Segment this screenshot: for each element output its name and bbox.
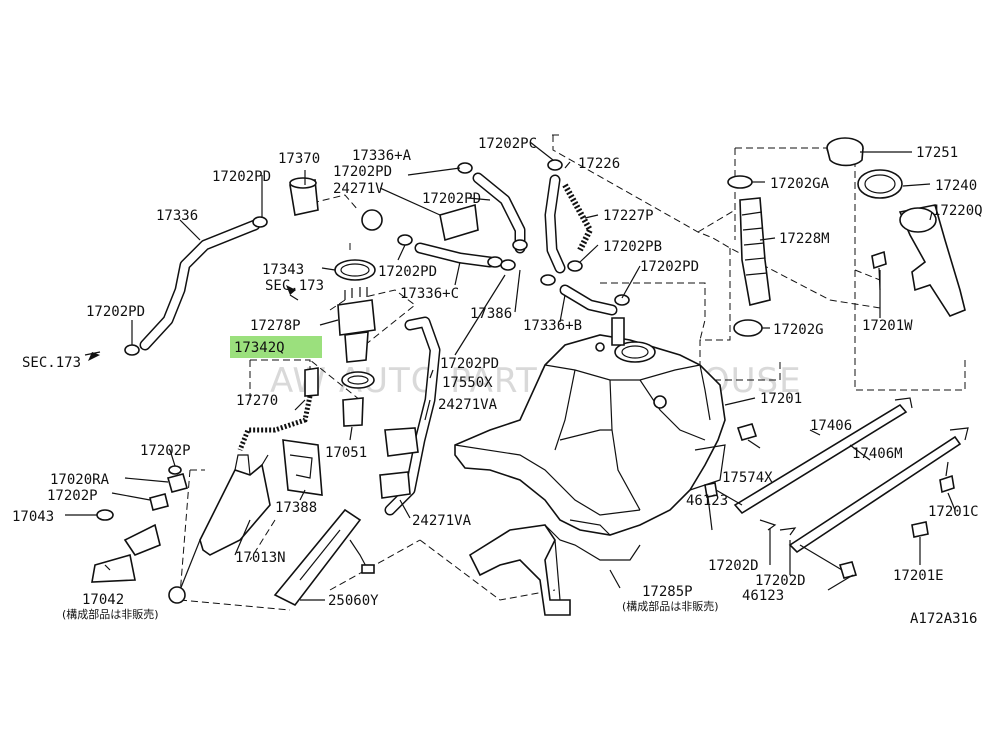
- filler-hose-17228M: [739, 197, 771, 306]
- part-17202P: [149, 493, 169, 511]
- label-46123-a[interactable]: 46123: [686, 493, 728, 509]
- tank-straps: [704, 397, 969, 579]
- filler-neck-assembly: [727, 137, 966, 337]
- label-highlighted-part[interactable]: 17342Q: [234, 340, 285, 356]
- label-17202PD-c[interactable]: 17202PD: [333, 164, 392, 180]
- arrow-sec173-a-icon: [88, 352, 100, 361]
- ring-17043: [96, 509, 114, 521]
- label-17240[interactable]: 17240: [935, 178, 977, 194]
- pump-17051: [342, 397, 364, 427]
- clip-17574X: [736, 423, 758, 441]
- label-17388[interactable]: 17388: [275, 500, 317, 516]
- label-17051[interactable]: 17051: [325, 445, 367, 461]
- tank-protector: [468, 524, 571, 616]
- note-not-sold-right: (構成部品は非販売): [622, 599, 719, 613]
- highlight-box: [230, 336, 322, 358]
- nut-17201E: [911, 521, 929, 538]
- label-24271VA-a[interactable]: 24271VA: [438, 397, 498, 413]
- protector-24271V: [439, 203, 479, 242]
- sender-parts: [91, 427, 419, 607]
- dashed-group-lines: [179, 134, 966, 611]
- tank-vent-fitting: [611, 317, 625, 346]
- label-17202PD-g[interactable]: 17202PD: [440, 356, 499, 372]
- label-17202PD-a[interactable]: 17202PD: [212, 169, 271, 185]
- wire-17270: [304, 367, 319, 397]
- reference-code: A172A316: [910, 611, 977, 627]
- label-17336C[interactable]: 17336+C: [400, 286, 459, 302]
- label-17202PC[interactable]: 17202PC: [478, 136, 537, 152]
- sender-17013N: [199, 463, 271, 556]
- protector-24271VA-a: [384, 427, 419, 457]
- label-24271V[interactable]: 24271V: [333, 181, 384, 197]
- label-17202PB[interactable]: 17202PB: [603, 239, 662, 255]
- label-17202P-b[interactable]: 17202P: [47, 488, 98, 504]
- arrow-sec173-b-icon: [286, 285, 296, 295]
- label-17406[interactable]: 17406: [810, 418, 852, 434]
- note-not-sold-left: (構成部品は非販売): [62, 607, 159, 621]
- pump-unit-17278P: [337, 299, 376, 336]
- label-17227P[interactable]: 17227P: [603, 208, 654, 224]
- label-17043[interactable]: 17043: [12, 509, 54, 525]
- label-17285P[interactable]: 17285P: [642, 584, 693, 600]
- part-labels: 17370 17202PD 17336 17202PD SEC.173 1733…: [12, 136, 983, 627]
- label-17343[interactable]: 17343: [262, 262, 304, 278]
- label-17202PD-d[interactable]: 17202PD: [422, 191, 481, 207]
- label-17202PD-b[interactable]: 17202PD: [86, 304, 145, 320]
- label-17251[interactable]: 17251: [916, 145, 958, 161]
- pump-17042-body: [123, 523, 161, 556]
- seal-17240: [857, 169, 903, 199]
- label-17202D-b[interactable]: 17202D: [755, 573, 806, 589]
- label-17201W[interactable]: 17201W: [862, 318, 913, 334]
- fuel-pump-assembly: [237, 177, 376, 496]
- label-sec173-b[interactable]: SEC.173: [265, 278, 324, 294]
- label-17202G[interactable]: 17202G: [773, 322, 824, 338]
- label-17202PD-f[interactable]: 17202PD: [640, 259, 699, 275]
- label-17270[interactable]: 17270: [236, 393, 278, 409]
- filler-neck-opening: [614, 341, 656, 363]
- label-17370[interactable]: 17370: [278, 151, 320, 167]
- label-24271VA-b[interactable]: 24271VA: [412, 513, 472, 529]
- label-17013N[interactable]: 17013N: [235, 550, 286, 566]
- strap-17406: [733, 403, 908, 515]
- label-17336B[interactable]: 17336+B: [523, 318, 582, 334]
- label-17201E[interactable]: 17201E: [893, 568, 944, 584]
- label-17202PD-e[interactable]: 17202PD: [378, 264, 437, 280]
- bolt-17201W: [871, 250, 887, 270]
- label-46123-b[interactable]: 46123: [742, 588, 784, 604]
- bracket-17388: [282, 439, 323, 496]
- label-sec173-a[interactable]: SEC.173: [22, 355, 81, 371]
- bolt-17201C: [939, 474, 955, 494]
- label-17020RA[interactable]: 17020RA: [50, 472, 110, 488]
- label-17202D-a[interactable]: 17202D: [708, 558, 759, 574]
- strap-17406M: [788, 435, 962, 554]
- label-17201C[interactable]: 17201C: [928, 504, 979, 520]
- label-17336[interactable]: 17336: [156, 208, 198, 224]
- label-17406M[interactable]: 17406M: [852, 446, 903, 462]
- ring-17342Q: [341, 371, 375, 389]
- protector-24271VA-b: [379, 471, 411, 499]
- label-17550X[interactable]: 17550X: [442, 375, 493, 391]
- part-17020RA: [167, 473, 188, 493]
- fuel-tank: [454, 317, 726, 616]
- label-17574X[interactable]: 17574X: [722, 470, 773, 486]
- label-17228M[interactable]: 17228M: [779, 231, 830, 247]
- label-17202P-a[interactable]: 17202P: [140, 443, 191, 459]
- label-17220Q[interactable]: 17220Q: [932, 203, 983, 219]
- grommet-disc: [361, 209, 383, 231]
- filter-17042: [91, 553, 136, 583]
- label-17386[interactable]: 17386: [470, 306, 512, 322]
- label-25060Y[interactable]: 25060Y: [328, 593, 379, 609]
- label-17226[interactable]: 17226: [578, 156, 620, 172]
- clamp-17202G: [733, 319, 763, 337]
- label-17278P[interactable]: 17278P: [250, 318, 301, 334]
- label-17201[interactable]: 17201: [760, 391, 802, 407]
- label-17042[interactable]: 17042: [82, 592, 124, 608]
- label-17336A[interactable]: 17336+A: [352, 148, 412, 164]
- clamp-17202GA: [727, 175, 753, 189]
- label-17202GA[interactable]: 17202GA: [770, 176, 830, 192]
